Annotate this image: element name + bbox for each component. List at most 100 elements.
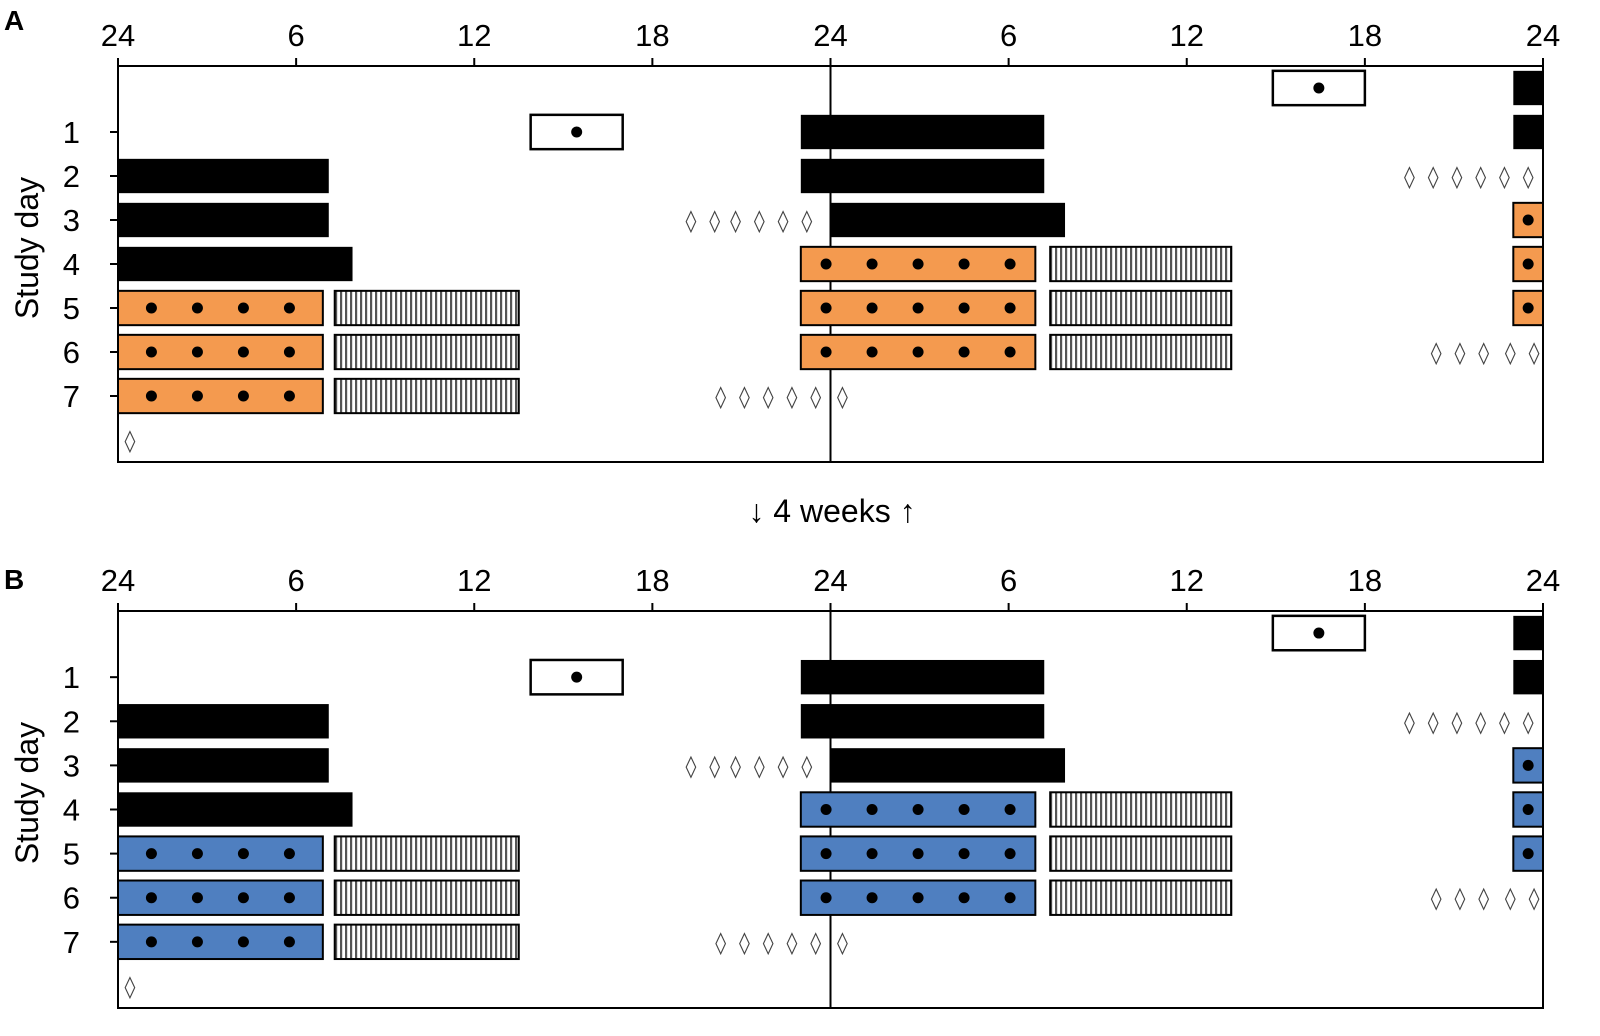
panel-b-hatched-bar (1049, 791, 1233, 828)
panel-b-y-tick-label: 7 (63, 925, 80, 960)
panel-a-solid-bar (800, 158, 1045, 194)
panel-b-bar-dot (1522, 848, 1534, 860)
panel-b-bar-dot (237, 892, 249, 904)
panel-b-x-tick-label: 18 (1348, 563, 1382, 598)
panel-b-diamond-marker: ◊ (1529, 887, 1540, 912)
panel-a-x-tick-label: 6 (1000, 18, 1017, 53)
panel-a-bar-dot (145, 346, 157, 358)
panel-b-diamond-marker: ◊ (763, 931, 774, 956)
panel-b-bar-dot (912, 892, 924, 904)
panel-b-solid-bar (800, 704, 1045, 739)
panel-a-bar-dot (283, 346, 295, 358)
panel-a-diamond-marker: ◊ (837, 385, 848, 410)
panel-a-bar-dot (912, 346, 924, 358)
panel-a-bar-dot (958, 302, 970, 314)
panel-a-x-tick-label: 24 (101, 18, 135, 53)
panel-a-solid-bar (830, 202, 1066, 238)
panel-a-bar-dot (191, 346, 203, 358)
panel-a-bar-dot (145, 390, 157, 402)
panel-a-bar-dot (237, 390, 249, 402)
panel-b-bar-dot (1522, 804, 1534, 815)
panel-b-y-tick-label: 6 (63, 881, 80, 916)
panel-a-bar-dot (958, 346, 970, 358)
panel-b-diamond-marker: ◊ (1431, 887, 1442, 912)
panel-b-bar-dot (145, 848, 157, 860)
panel-b-diamond-marker: ◊ (1454, 887, 1465, 912)
panel-b-diamond-marker: ◊ (1428, 710, 1439, 735)
panel-b-bar-dot (866, 892, 878, 904)
panel-b-hatched-bar (1049, 835, 1233, 872)
panel-a-diamond-marker: ◊ (1523, 165, 1534, 190)
panel-a-x-tick-label: 24 (1526, 18, 1560, 53)
panel-a-y-tick-label: 6 (63, 335, 80, 370)
panel-a-bar-dot (866, 258, 878, 270)
panel-b-bar-dot (237, 936, 249, 948)
panel-a-diamond-marker: ◊ (1431, 341, 1442, 366)
between-panels-label: ↓ 4 weeks ↑ (748, 493, 915, 529)
panel-a-bar-dot (866, 302, 878, 314)
panel-a-hatched-bar (1049, 333, 1233, 371)
panel-a-bar-dot (571, 126, 583, 138)
panel-a-solid-bar (1513, 114, 1543, 150)
panel-b-diamond-marker: ◊ (686, 754, 697, 779)
panel-a-bar-dot (1313, 82, 1325, 94)
panel-b-bar-dot (283, 892, 295, 904)
panel-a-x-tick-label: 6 (288, 18, 305, 53)
panel-a-bar-dot (237, 346, 249, 358)
panel-b-bar-dot (912, 804, 924, 815)
panel-b-solid-bar (1513, 615, 1543, 651)
panel-a-bar-dot (866, 346, 878, 358)
panel-b-bar-dot (866, 848, 878, 860)
panel-b-diamond-marker: ◊ (1451, 710, 1462, 735)
panel-a-bar-dot (1004, 258, 1016, 270)
panel-a-diamond-marker: ◊ (686, 209, 697, 234)
panel-b-diamond-marker: ◊ (810, 931, 821, 956)
panel-a-diamond-marker: ◊ (778, 209, 789, 234)
panel-b-diamond-marker: ◊ (1478, 887, 1489, 912)
panel-a-bar-dot (1004, 346, 1016, 358)
panel-a-hatched-bar (333, 377, 520, 415)
panel-a-x-tick-label: 24 (813, 18, 847, 53)
panel-a-x-tick-label: 12 (457, 18, 491, 53)
panel-b-open-bar (529, 658, 624, 696)
panel-a-bar-dot (1522, 258, 1534, 270)
panel-a-diamond-marker: ◊ (1428, 165, 1439, 190)
panel-b-solid-bar (830, 748, 1066, 783)
panel-a-bar-dot (820, 346, 832, 358)
panel-a-hatched-bar (1049, 289, 1233, 327)
panel-a-hatched-bar (333, 289, 520, 327)
panel-a-diamond-marker: ◊ (1499, 165, 1510, 190)
panel-b-bar-dot (866, 804, 878, 815)
panel-b-bar-dot (1313, 627, 1325, 639)
panel-a-hatched-bar (333, 333, 520, 371)
panel-b-diamond-marker: ◊ (124, 975, 135, 1000)
panel-b-x-tick-label: 12 (1170, 563, 1204, 598)
panel-a-bar-dot (912, 302, 924, 314)
panel-a-diamond-marker: ◊ (124, 429, 135, 454)
panel-b-bar-dot (145, 892, 157, 904)
panel-b-bar-dot (1522, 759, 1534, 771)
panel-b-x-tick-label: 6 (288, 563, 305, 598)
panel-a-bar-dot (237, 302, 249, 314)
panel-b-diamond-marker: ◊ (837, 931, 848, 956)
panel-a-y-tick-label: 1 (63, 115, 80, 150)
panel-a-x-tick-label: 18 (1348, 18, 1382, 53)
panel-b-x-tick-label: 12 (457, 563, 491, 598)
panel-b-diamond-marker: ◊ (1404, 710, 1415, 735)
panel-a-x-tick-label: 18 (635, 18, 669, 53)
panel-a-solid-bar (118, 158, 329, 194)
panel-b-diamond-marker: ◊ (715, 931, 726, 956)
panel-b-bar-dot (820, 892, 832, 904)
panel-b-bar-dot (1004, 892, 1016, 904)
panel-a-hatched-bar (1049, 245, 1233, 283)
panel-a-solid-bar (1513, 70, 1543, 106)
panel-a-diamond-marker: ◊ (1475, 165, 1486, 190)
panel-b-x-tick-label: 24 (101, 563, 135, 598)
panel-a-diamond-marker: ◊ (754, 209, 765, 234)
panel-b-diamond-marker: ◊ (778, 754, 789, 779)
panel-a-bar-dot (191, 390, 203, 402)
panel-a-bar-dot (1522, 214, 1534, 226)
panel-b-bar-dot (1004, 804, 1016, 815)
panel-b-y-tick-label: 2 (63, 704, 80, 739)
